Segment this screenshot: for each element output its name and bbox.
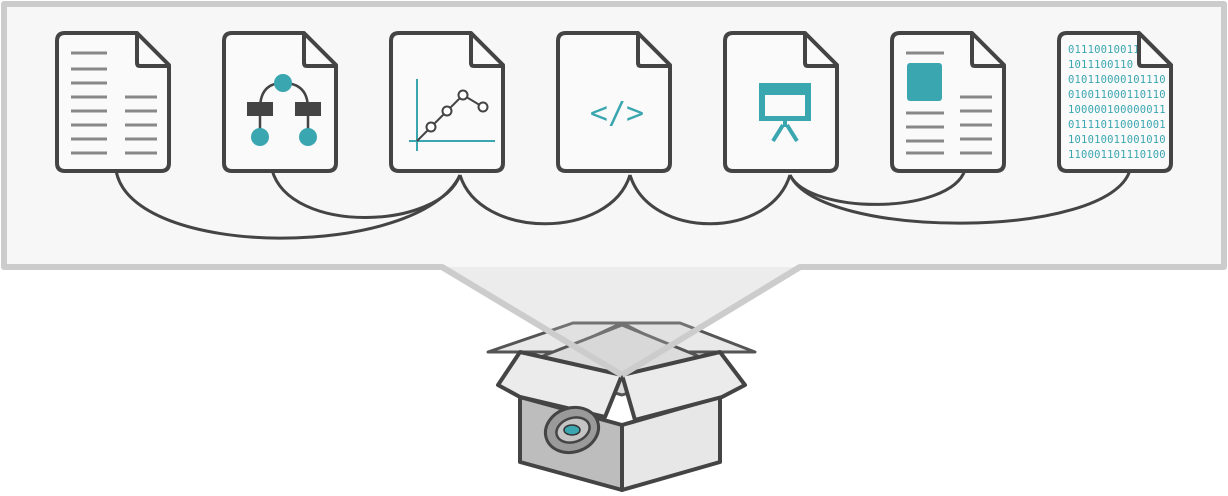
callout-beam — [442, 267, 800, 375]
image-text-document-icon — [906, 51, 992, 155]
connection — [788, 169, 967, 206]
source-code-icon: </> — [590, 96, 644, 131]
document-image-text — [890, 31, 1006, 173]
document-binary: 0111001001101 1011100110 010110000101110… — [1057, 31, 1173, 173]
presentation-icon — [759, 83, 811, 143]
connection — [628, 174, 792, 226]
connection — [270, 169, 462, 219]
document-text — [55, 31, 171, 173]
binary-line: 1011100110 — [1068, 59, 1133, 71]
logo-seal-icon — [543, 405, 601, 455]
binary-line: 100000100000011 — [1068, 104, 1166, 116]
binary-line: 0111001001101 — [1068, 44, 1153, 56]
binary-line: 101010011001010 — [1068, 134, 1166, 146]
text-document-icon — [71, 51, 157, 155]
document-code: </> — [556, 31, 672, 173]
binary-line: 110001101110100 — [1068, 149, 1166, 161]
document-presentation — [723, 31, 839, 173]
document-workflow — [222, 31, 338, 173]
binary-data-icon: 0111001001101 1011100110 010110000101110… — [1068, 44, 1166, 161]
binary-line: 011110110001001 — [1068, 119, 1166, 131]
connection — [458, 174, 632, 226]
document-chart — [389, 31, 505, 173]
open-box-icon — [486, 321, 757, 492]
connections — [114, 169, 1132, 240]
binary-line: 010110000101110 — [1068, 74, 1166, 86]
binary-line: 010011000110110 — [1068, 89, 1166, 101]
workflow-diagram-icon — [247, 74, 321, 146]
line-chart-icon — [409, 79, 495, 151]
connection — [788, 169, 1132, 225]
